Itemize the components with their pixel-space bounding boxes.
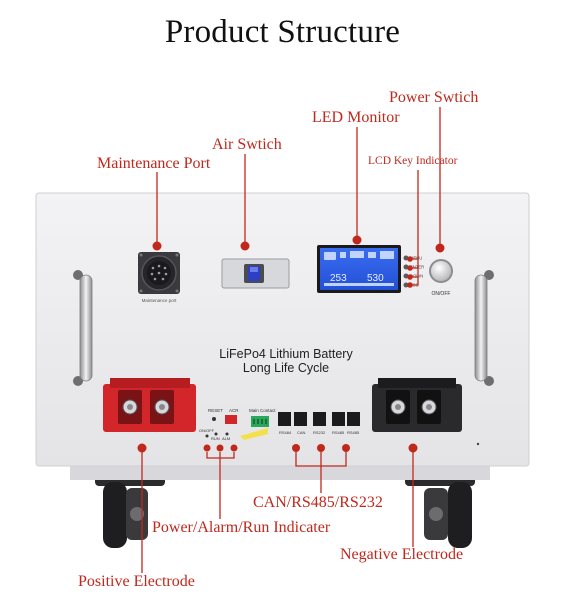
label-lcd-key-indicator: LCD Key Indicator [368,155,458,167]
indicator-run-led [214,432,218,436]
main-contact-terminal [251,416,269,427]
lcd-left-value: 253 [330,273,347,284]
label-maintenance-port: Maintenance Port [97,155,211,172]
callout-lines [141,107,441,573]
label-can-rs485-rs232: CAN/RS485/RS232 [253,494,383,511]
positive-terminal [103,378,196,432]
contact-wire [240,428,268,440]
key-menu: MENU [410,256,422,261]
lcd-right-value: 530 [367,273,384,284]
port-rs485-label-1: RS485 [332,430,345,435]
label-air-switch: Air Swtich [212,136,282,153]
callout-dots [137,235,445,453]
port-rs484-label: RS484 [279,430,292,435]
comm-ports [278,412,360,426]
negative-terminal [372,378,462,432]
acr-button [225,415,237,424]
indicator-alm-led [225,432,229,436]
handle-left [73,270,93,386]
indicator-alm-label: ALM [222,436,230,441]
onoff-caption: ON/OFF [432,291,451,297]
handle-right [474,270,494,386]
key-down: DOWN [410,274,423,279]
air-switch [221,258,290,289]
key-enter: ENTER [410,265,424,270]
acr-label: ACR [229,408,239,413]
power-switch-knob [429,259,453,283]
label-power-switch: Power Swtich [389,89,479,106]
label-led-monitor: LED Monitor [312,109,400,126]
port-rs485-label-2: RS485 [347,430,360,435]
lcd-monitor [317,245,401,293]
label-power-alarm-run: Power/Alarm/Run Indicater [152,519,331,536]
maintenance-port [138,252,180,294]
maintenance-caption: Maintenance port [142,298,178,303]
port-can-label: CAN [297,430,306,435]
reset-label: RESET [208,408,223,413]
indicator-onoff-label: ON/OFF [199,428,215,433]
indicator-onoff-led [205,434,209,438]
battery-name-line1: LiFePo4 Lithium Battery [219,347,353,361]
indicator-run-label: RUN [211,436,220,441]
label-negative-electrode: Negative Electrode [340,546,464,563]
port-rs232-label: RS232 [313,430,326,435]
battery-name-line2: Long Life Cycle [243,361,329,375]
label-positive-electrode: Positive Electrode [78,573,195,590]
reset-button [212,417,216,421]
page-title: Product Structure [164,14,401,50]
main-contact-label: Main Contact [249,408,276,413]
